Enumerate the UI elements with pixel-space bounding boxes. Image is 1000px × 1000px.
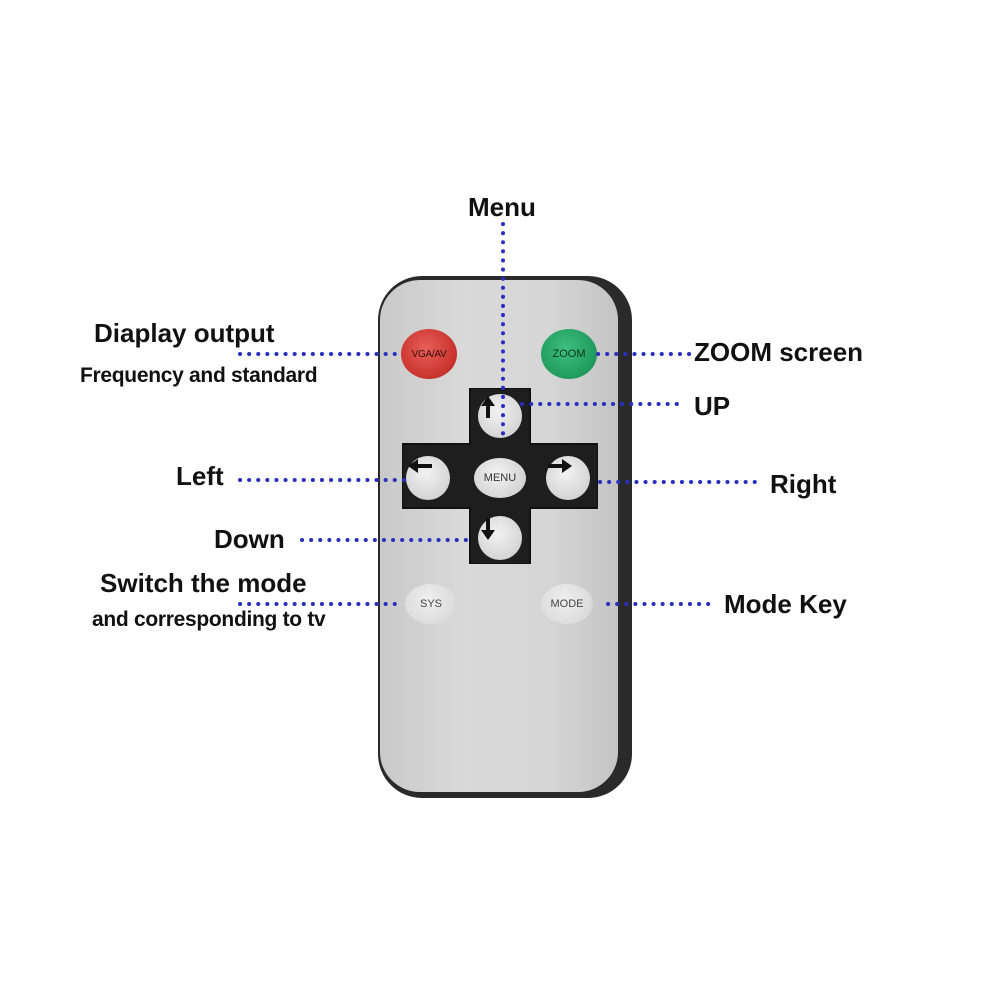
label-menu: Menu	[468, 192, 536, 222]
label-left: Left	[176, 461, 224, 491]
arrow-down-icon	[481, 518, 495, 540]
label-mode-key: Mode Key	[724, 589, 847, 619]
menu-button[interactable]: MENU	[474, 458, 526, 498]
left-button[interactable]	[406, 456, 450, 500]
label-switch-mode-sub: and corresponding to tv	[92, 608, 326, 631]
label-display-output-sub: Frequency and standard	[80, 364, 318, 387]
label-zoom-screen: ZOOM screen	[694, 337, 864, 367]
label-switch-mode: Switch the mode	[100, 568, 307, 598]
zoom-button[interactable]: ZOOM	[541, 329, 597, 379]
label-display-output: Diaplay output	[94, 318, 275, 348]
arrow-up-icon	[481, 396, 495, 418]
label-right: Right	[770, 469, 837, 499]
up-button[interactable]	[478, 394, 522, 438]
down-button[interactable]	[478, 516, 522, 560]
right-button[interactable]	[546, 456, 590, 500]
dpad: MENU	[402, 388, 598, 564]
arrow-left-icon	[408, 459, 432, 473]
label-up: UP	[694, 391, 731, 421]
label-down: Down	[214, 524, 285, 554]
mode-button[interactable]: MODE	[541, 584, 593, 624]
sys-button[interactable]: SYS	[405, 584, 457, 624]
arrow-right-icon	[548, 459, 572, 473]
vga-av-button[interactable]: VGA/AV	[401, 329, 457, 379]
